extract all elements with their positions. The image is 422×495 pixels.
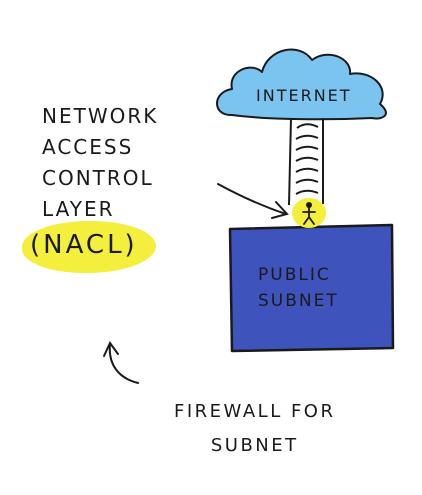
- public-subnet-label: PUBLIC SUBNET: [258, 262, 339, 314]
- nacl-pointer-arrow: [217, 183, 289, 219]
- subnet-line-2: SUBNET: [258, 291, 339, 311]
- nacl-highlight: [22, 221, 156, 273]
- cloud-icon: [216, 48, 387, 121]
- firewall-caption: FIREWALL FOR SUBNET: [174, 395, 335, 463]
- stick-figure-icon: [292, 198, 326, 228]
- nacl-line-4: LAYER: [42, 197, 115, 221]
- subnet-line-1: PUBLIC: [258, 265, 331, 285]
- caption-line-2: SUBNET: [210, 435, 299, 456]
- nacl-line-2: ACCESS: [42, 135, 134, 159]
- internet-label: INTERNET: [256, 86, 352, 105]
- public-subnet-box: [228, 223, 395, 353]
- caption-line-1: FIREWALL FOR: [174, 401, 336, 422]
- nacl-line-1: NETWORK: [42, 104, 159, 128]
- nacl-line-3: CONTROL: [42, 166, 154, 190]
- nacl-abbreviation: (NACL): [30, 230, 138, 260]
- ladder-icon: [288, 117, 324, 206]
- nacl-description: NETWORK ACCESS CONTROL LAYER: [42, 101, 158, 225]
- arrow-icon: [103, 341, 139, 384]
